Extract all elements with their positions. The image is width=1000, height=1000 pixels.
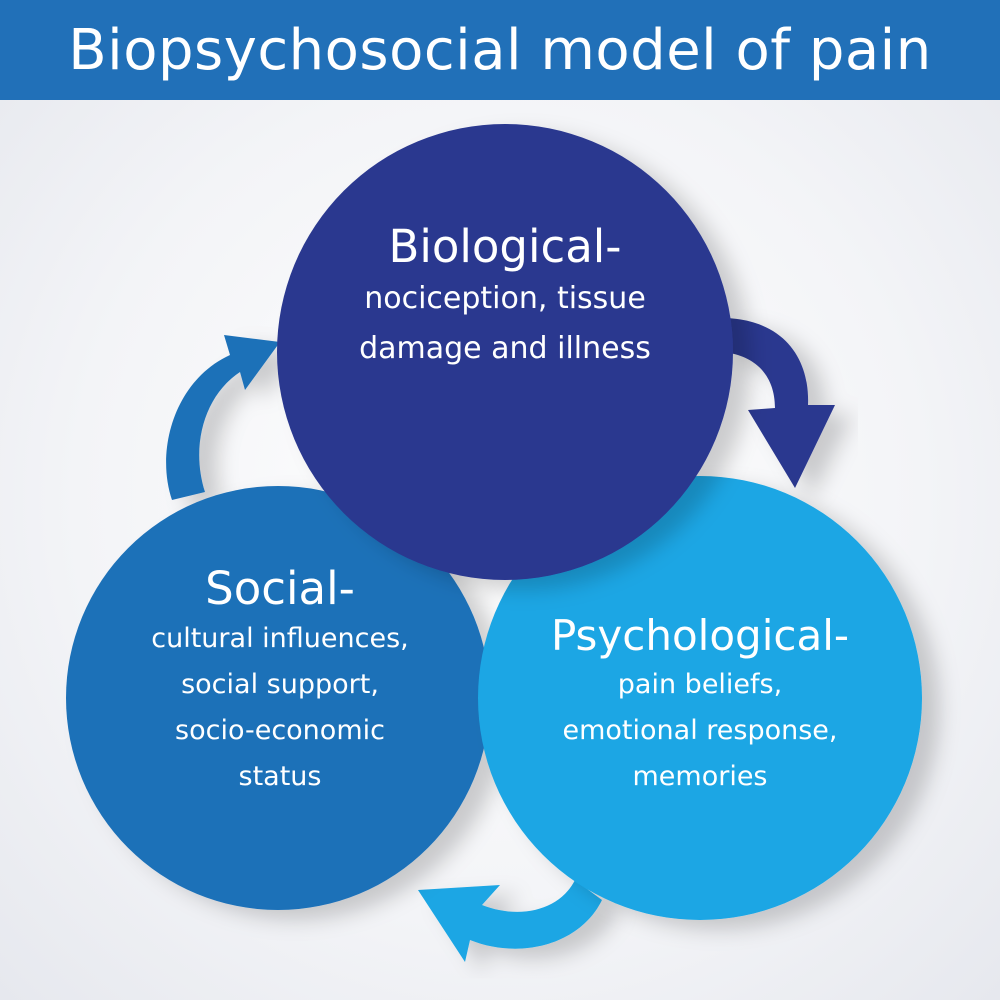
biological-circle: [277, 124, 733, 580]
biological-title: Biological-: [388, 220, 622, 273]
biological-label: Biological- nociception, tissue damage a…: [295, 220, 715, 374]
psychological-line-1: pain beliefs,: [617, 669, 783, 700]
psychological-title: Psychological-: [550, 611, 850, 660]
social-line-1: cultural influences,: [151, 623, 409, 654]
social-label: Social- cultural influences, social supp…: [70, 562, 490, 800]
social-line-2: social support,: [181, 669, 379, 700]
arrow-psychological-to-social: [418, 880, 602, 962]
biological-line-2: damage and illness: [359, 331, 651, 366]
biological-line-1: nociception, tissue: [364, 281, 646, 316]
social-title: Social-: [205, 562, 355, 615]
social-line-4: status: [238, 761, 322, 792]
arrow-social-to-biological: [166, 335, 280, 500]
psychological-line-2: emotional response,: [562, 715, 838, 746]
arrow-biological-to-psychological: [722, 318, 835, 488]
title-banner: Biopsychosocial model of pain: [0, 0, 1000, 100]
psychological-line-3: memories: [632, 761, 768, 792]
page-title: Biopsychosocial model of pain: [68, 17, 932, 83]
social-circle: [66, 486, 490, 910]
social-line-3: socio-economic: [175, 715, 385, 746]
psychological-label: Psychological- pain beliefs, emotional r…: [485, 610, 915, 800]
psychological-circle: [478, 476, 922, 920]
